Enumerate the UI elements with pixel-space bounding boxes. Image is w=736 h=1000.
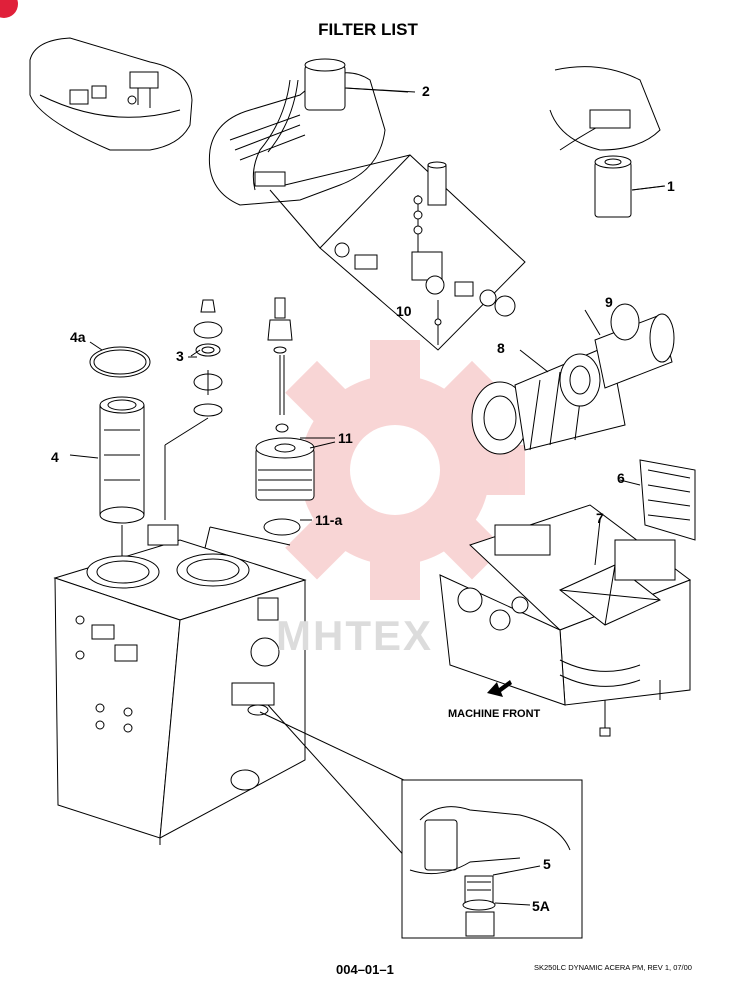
callout-3: 3 xyxy=(176,348,184,364)
machine-front-label: MACHINE FRONT xyxy=(448,708,541,720)
callout-2: 2 xyxy=(422,83,430,99)
callout-4a: 4a xyxy=(70,329,86,345)
page-title: FILTER LIST xyxy=(318,20,418,39)
callout-6: 6 xyxy=(617,470,625,486)
callout-5: 5 xyxy=(543,856,551,872)
engine-oil-filter-illustration xyxy=(549,66,666,218)
callout-4: 4 xyxy=(51,449,59,465)
callout-9: 9 xyxy=(605,294,613,310)
water-separator-inset xyxy=(269,154,526,351)
watermark-text: MHTEX xyxy=(276,612,433,659)
return-filter-parts xyxy=(69,341,151,560)
corner-badge xyxy=(0,0,18,18)
leader-lines xyxy=(190,87,665,439)
callout-1: 1 xyxy=(667,178,675,194)
air-cleaner-illustration xyxy=(471,303,675,455)
footer-reference: SK250LC DYNAMIC ACERA PM, REV 1, 07/00 xyxy=(534,963,692,972)
pilot-filter-parts xyxy=(164,297,336,536)
callout-10: 10 xyxy=(396,303,412,319)
air-conditioner-illustration xyxy=(439,459,696,737)
callout-5a: 5A xyxy=(532,898,550,914)
engine-fuel-filter-illustration xyxy=(208,58,409,206)
callout-11: 11 xyxy=(338,430,353,446)
callout-11a: 11-a xyxy=(315,512,343,528)
machine-front-arrow-icon xyxy=(487,680,512,697)
callout-7: 7 xyxy=(596,510,604,526)
drain-filter-inset xyxy=(259,704,583,939)
page-number: 004–01–1 xyxy=(336,962,394,977)
engine-cover-illustration xyxy=(29,37,193,151)
hydraulic-tank-illustration xyxy=(53,524,307,845)
callout-8: 8 xyxy=(497,340,505,356)
